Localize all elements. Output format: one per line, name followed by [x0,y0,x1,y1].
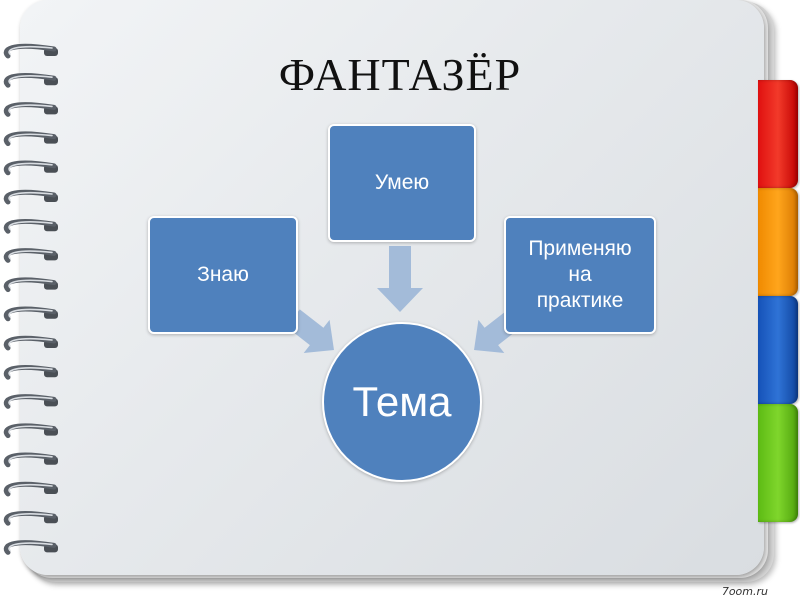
node-apply-label-line-3: практике [536,289,624,312]
node-center: Тема [322,322,482,482]
node-can: Умею [328,124,476,242]
binding-ring-icon [3,219,58,234]
binding-ring-icon [3,540,58,555]
binding-ring-icon [3,73,58,88]
node-center-label: Тема [352,378,452,425]
binding-ring-icon [3,102,58,117]
binding-ring-icon [3,248,58,263]
page-title: ФАНТАЗЁР [278,49,522,100]
binding-ring-icon [3,306,58,322]
binding-ring-icon [3,335,58,351]
tab-green[interactable] [758,404,798,522]
binding-ring-icon [3,394,58,409]
watermark: 7oom.ru [721,585,768,598]
binding-ring-icon [3,511,58,526]
tab-blue[interactable] [758,296,798,404]
tab-red[interactable] [758,80,798,188]
tab-orange[interactable] [758,188,798,296]
binding-ring-icon [3,160,58,176]
binding-ring-icon [3,365,58,380]
binding-ring-icon [3,131,58,147]
binding-ring-icon [3,423,58,439]
node-apply-label-line-2: на [568,263,592,286]
binding-ring-icon [3,481,58,497]
binding-ring-icon [3,277,58,293]
binding-ring-icon [3,452,58,468]
node-can-label: Умею [374,171,430,194]
binding-ring-icon [3,189,58,205]
node-apply-label-line-1: Применяю [528,237,632,260]
binding-ring-icon [3,43,58,59]
node-know: Знаю [148,216,298,334]
node-apply: Применяю на практике [504,216,656,334]
node-know-label: Знаю [197,263,249,286]
spiral-binding-icon [3,43,58,555]
